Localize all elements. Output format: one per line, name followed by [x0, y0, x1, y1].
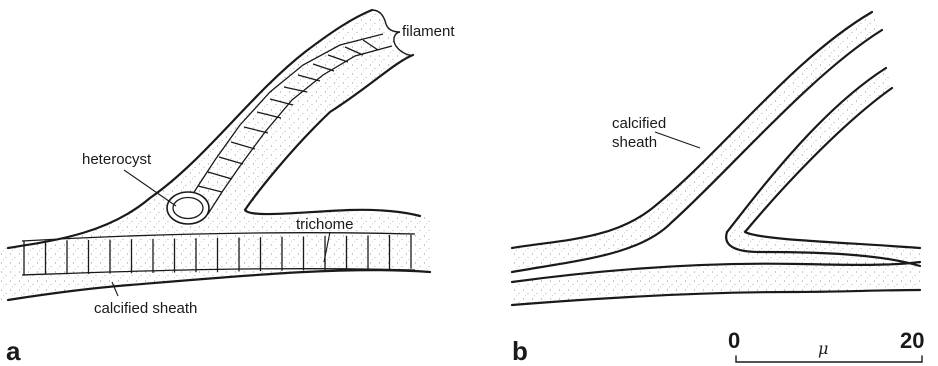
- label-trichome: trichome: [296, 216, 354, 233]
- label-calcified-sheath-a: calcified sheath: [94, 300, 197, 317]
- label-heterocyst: heterocyst: [82, 151, 152, 168]
- label-filament: filament: [402, 23, 455, 40]
- b-outline-3: [726, 68, 920, 266]
- label-calcified-b: calcified: [612, 115, 666, 132]
- scale-bar: 0 20 μ: [728, 328, 924, 362]
- panel-a: heterocyst trichome calcified sheath fil…: [0, 10, 455, 366]
- scale-start-label: 0: [728, 328, 740, 353]
- scale-line: [736, 356, 922, 362]
- label-sheath-b: sheath: [612, 134, 657, 151]
- main-sheath: [0, 198, 430, 300]
- scale-end-label: 20: [900, 328, 924, 353]
- scale-unit-label: μ: [818, 339, 828, 358]
- panel-b: calcified sheath b: [512, 12, 920, 366]
- panel-letter-a: a: [6, 336, 21, 366]
- panel-letter-b: b: [512, 336, 528, 366]
- heterocyst-cell: [167, 192, 209, 224]
- b-lower-sheath: [512, 262, 920, 305]
- sheath-leader-b: [655, 132, 700, 148]
